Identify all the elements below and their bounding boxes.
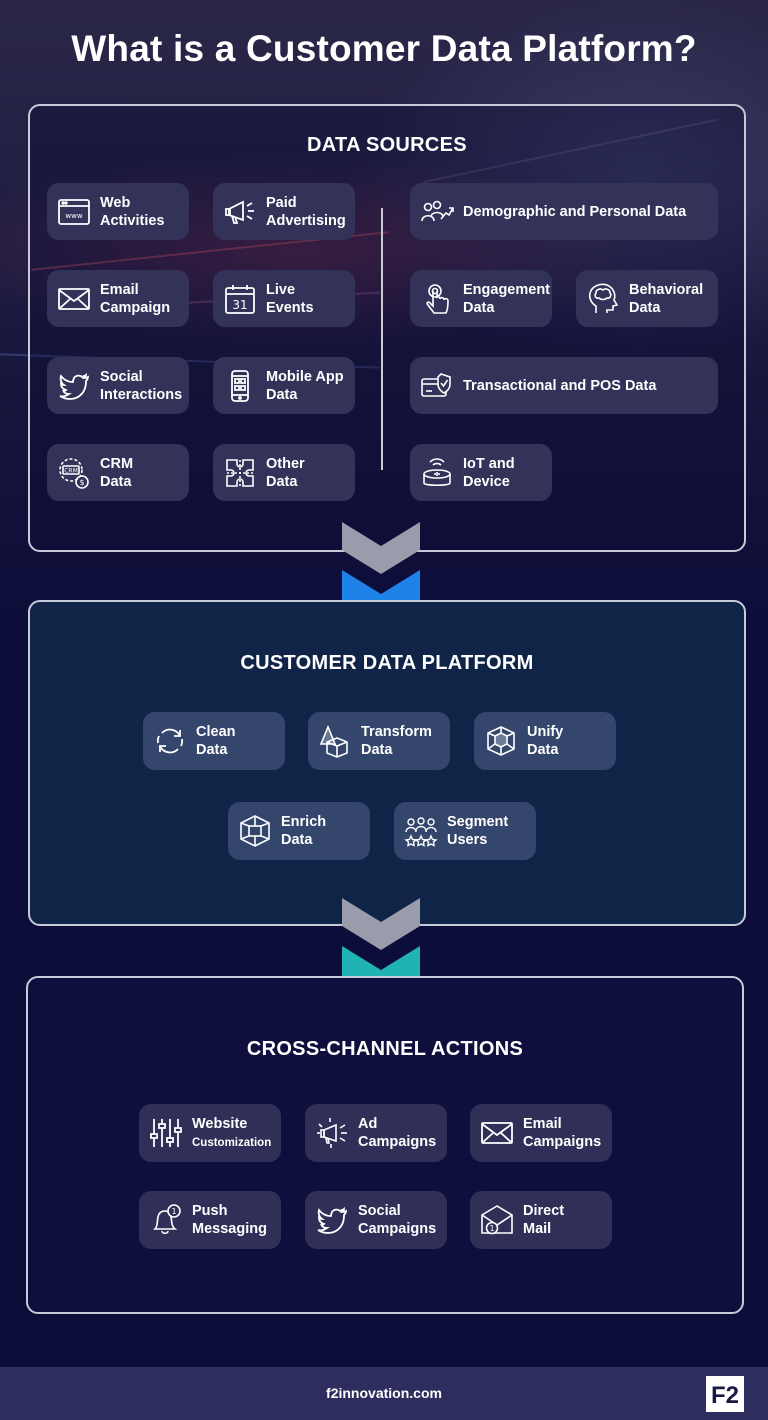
source-other-data: Other Data [213, 444, 355, 501]
mobile-phone-icon [221, 367, 259, 405]
source-engagement-data: Engagement Data [410, 270, 552, 327]
twitter-bird-icon [313, 1201, 351, 1239]
shapes-cube-icon [316, 722, 354, 760]
enrich-cube-icon [236, 812, 274, 850]
twitter-bird-icon [55, 367, 93, 405]
action-social-campaigns: Social Campaigns [305, 1191, 447, 1249]
crm-gears-icon: CRM$ [55, 454, 93, 492]
envelope-icon [478, 1114, 516, 1152]
cube-network-icon [482, 722, 520, 760]
smart-speaker-icon [418, 454, 456, 492]
bell-alert-icon: 1 [147, 1201, 185, 1239]
source-iot-device: IoT and Device [410, 444, 552, 501]
actions-title: CROSS-CHANNEL ACTIONS [246, 1038, 524, 1060]
cdp-transform-data: Transform Data [308, 712, 450, 770]
card-check-icon [418, 367, 456, 405]
calendar-icon: 31 [221, 280, 259, 318]
chevron-gray-icon [342, 898, 420, 950]
source-social-interactions: Social Interactions [47, 357, 189, 414]
cdp-enrich-data: Enrich Data [228, 802, 370, 860]
touch-hand-icon [418, 280, 456, 318]
puzzle-icon [221, 454, 259, 492]
source-paid-advertising: Paid Advertising [213, 183, 355, 240]
data-sources-title: DATA SOURCES [307, 134, 467, 156]
action-push-messaging: 1 Push Messaging [139, 1191, 281, 1249]
svg-text:CRM: CRM [64, 467, 78, 474]
cdp-clean-data: Clean Data [143, 712, 285, 770]
sources-divider [381, 208, 383, 470]
footer: f2innovation.com F2 [0, 1367, 768, 1420]
f2-logo-icon: F2 [706, 1376, 744, 1412]
cdp-unify-data: Unify Data [474, 712, 616, 770]
svg-text:$: $ [79, 478, 84, 487]
refresh-cycle-icon [151, 722, 189, 760]
footer-url[interactable]: f2innovation.com [326, 1385, 442, 1401]
page-title: What is a Customer Data Platform? [71, 28, 697, 69]
svg-text:F2: F2 [711, 1382, 739, 1409]
source-live-events: 31 Live Events [213, 270, 355, 327]
megaphone-icon [221, 193, 259, 231]
chevron-gray-icon [342, 522, 420, 574]
users-stars-icon [402, 812, 440, 850]
people-growth-icon [418, 193, 456, 231]
svg-text:www: www [65, 212, 82, 220]
source-demographic-personal-data: Demographic and Personal Data [410, 183, 718, 240]
cdp-title: CUSTOMER DATA PLATFORM [240, 652, 534, 674]
head-brain-icon [584, 280, 622, 318]
source-crm-data: CRM$ CRM Data [47, 444, 189, 501]
action-ad-campaigns: Ad Campaigns [305, 1104, 447, 1162]
action-email-campaigns: Email Campaigns [470, 1104, 612, 1162]
svg-text:1: 1 [489, 1224, 494, 1233]
source-transactional-pos-data: Transactional and POS Data [410, 357, 718, 414]
action-direct-mail: 1 Direct Mail [470, 1191, 612, 1249]
envelope-icon [55, 280, 93, 318]
action-website-customization: Website Customization [139, 1104, 281, 1162]
source-email-campaign: Email Campaign [47, 270, 189, 327]
source-web-activities: www Web Activities [47, 183, 189, 240]
mail-alert-icon: 1 [478, 1201, 516, 1239]
browser-icon: www [55, 193, 93, 231]
svg-text:31: 31 [232, 298, 247, 312]
source-behavioral-data: Behavioral Data [576, 270, 718, 327]
cdp-segment-users: Segment Users [394, 802, 536, 860]
megaphone-burst-icon [313, 1114, 351, 1152]
source-mobile-app-data: Mobile App Data [213, 357, 355, 414]
sliders-icon [147, 1114, 185, 1152]
svg-text:1: 1 [171, 1207, 176, 1216]
